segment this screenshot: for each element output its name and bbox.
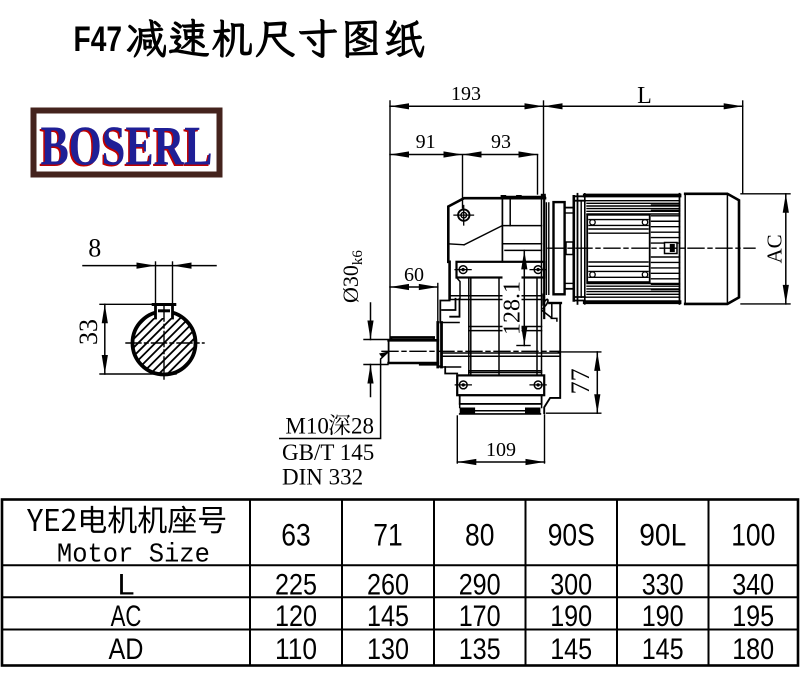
svg-text:DIN 332: DIN 332 [282, 465, 363, 490]
svg-text:91: 91 [416, 131, 436, 153]
svg-text:60: 60 [404, 264, 424, 286]
svg-text:180: 180 [732, 633, 774, 666]
svg-text:80: 80 [465, 517, 494, 553]
svg-text:145: 145 [367, 600, 409, 633]
svg-text:BOSERL: BOSERL [39, 117, 211, 179]
svg-text:F47: F47 [74, 20, 123, 59]
svg-text:260: 260 [367, 568, 409, 601]
svg-text:120: 120 [275, 600, 317, 633]
svg-text:193: 193 [451, 83, 481, 105]
svg-text:110: 110 [275, 633, 317, 666]
svg-text:135: 135 [459, 633, 501, 666]
svg-text:190: 190 [550, 600, 592, 633]
svg-text:71: 71 [373, 517, 402, 553]
svg-text:195: 195 [732, 600, 774, 633]
svg-text:90L: 90L [639, 517, 686, 553]
svg-text:145: 145 [642, 633, 684, 666]
svg-text:190: 190 [642, 600, 684, 633]
svg-text:90S: 90S [548, 517, 595, 553]
svg-text:100: 100 [731, 517, 775, 553]
svg-text:M10: M10 [285, 413, 328, 438]
svg-text:63: 63 [281, 517, 310, 553]
svg-text:93: 93 [491, 131, 511, 153]
svg-text:AC: AC [111, 600, 142, 633]
svg-text:77: 77 [566, 368, 595, 394]
svg-text:109: 109 [486, 439, 516, 461]
svg-text:225: 225 [275, 568, 317, 601]
svg-text:AD: AD [109, 633, 144, 666]
svg-text:AC: AC [763, 234, 787, 263]
svg-text:145: 145 [550, 633, 592, 666]
svg-text:28: 28 [351, 413, 374, 438]
svg-text:330: 330 [642, 568, 684, 601]
svg-text:128.1: 128.1 [500, 281, 526, 335]
svg-text:33: 33 [74, 319, 103, 345]
svg-text:130: 130 [367, 633, 409, 666]
svg-text:GB/T 145: GB/T 145 [282, 440, 374, 465]
svg-text:BOSERL: BOSERL [41, 116, 213, 178]
svg-text:L: L [118, 568, 135, 601]
svg-text:290: 290 [459, 568, 501, 601]
svg-text:8: 8 [88, 233, 101, 262]
svg-text:300: 300 [550, 568, 592, 601]
svg-text:170: 170 [459, 600, 501, 633]
svg-text:L: L [637, 83, 652, 109]
svg-text:Motor Size: Motor Size [57, 541, 210, 571]
svg-text:340: 340 [732, 568, 774, 601]
